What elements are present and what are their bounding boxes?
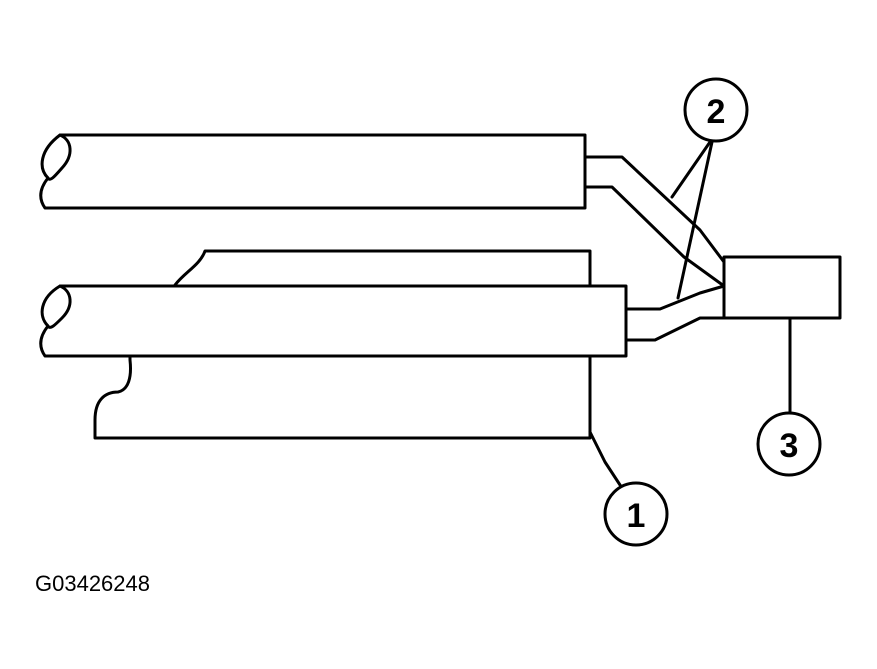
callout-3-label: 3 <box>780 427 799 465</box>
bottom-wire <box>39 284 628 358</box>
bottom-conductor-lower-edge <box>624 316 726 342</box>
callout-2-label: 2 <box>707 93 726 131</box>
top-conductor <box>583 155 726 264</box>
bottom-wire-end-curl <box>46 284 72 329</box>
bottom-conductor <box>624 284 726 311</box>
top-wire <box>39 133 587 210</box>
figure-code: G03426248 <box>35 571 150 596</box>
callout-3: 3 <box>756 411 822 477</box>
callout-1-label: 1 <box>627 497 646 535</box>
splice-output-wire <box>722 255 842 320</box>
leader-line-2a <box>670 140 712 199</box>
leader-line-2b <box>676 140 714 300</box>
callout-2: 2 <box>683 77 749 143</box>
leader-line-1 <box>588 430 624 490</box>
top-conductor-lower-edge <box>583 185 726 288</box>
top-wire-end-curl <box>46 133 72 181</box>
callout-1: 1 <box>603 481 669 547</box>
